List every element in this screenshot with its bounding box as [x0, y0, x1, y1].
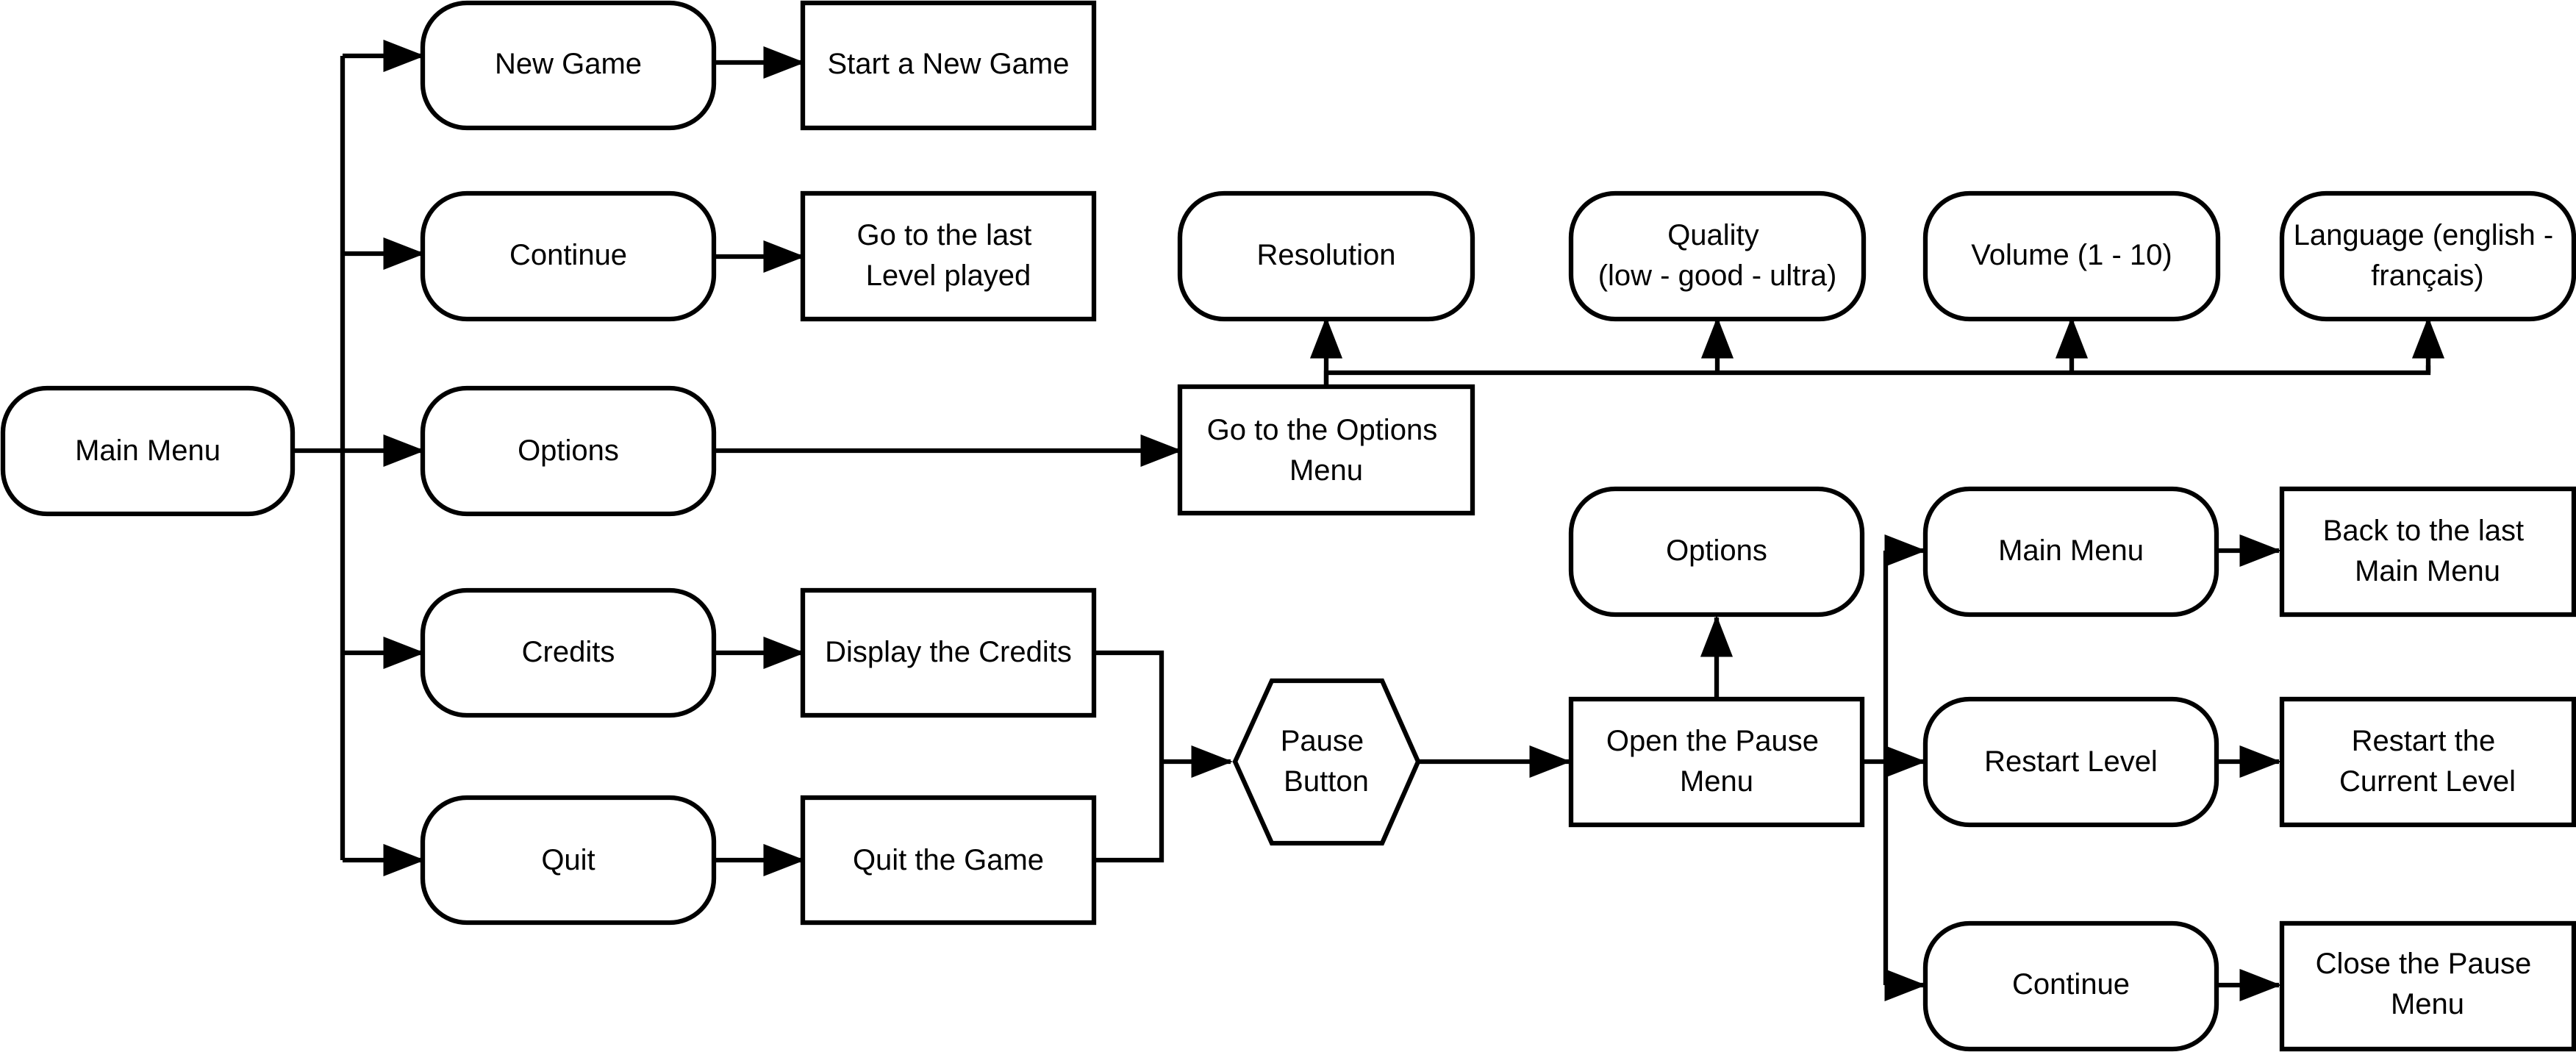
pause-options-label: Options — [1666, 534, 1767, 567]
quit-node: Quit — [420, 795, 717, 926]
options-label: Options — [518, 434, 619, 467]
close-pause-label: Close the Pause Menu — [2316, 948, 2540, 1020]
restart-level-label: Restart Level — [1984, 745, 2158, 778]
pause-button-label: Pause Button — [1281, 725, 1373, 798]
open-pause-menu-label: Open the Pause Menu — [1606, 725, 1827, 798]
pause-continue-node: Continue — [1922, 920, 2219, 1052]
edge-pause-trunk — [1862, 551, 1889, 985]
edge-options-bus — [1323, 365, 2431, 387]
back-main-menu-label: Back to the last Main Menu — [2323, 515, 2533, 587]
pause-options-node: Options — [1568, 486, 1865, 618]
restart-level-node: Restart Level — [1922, 696, 2219, 828]
quit-game-node: Quit the Game — [800, 795, 1097, 926]
open-pause-menu-node: Open the Pause Menu — [1568, 696, 1865, 828]
main-menu-node: Main Menu — [0, 385, 296, 517]
quit-game-label: Quit the Game — [853, 844, 1044, 876]
quality-label: Quality (low - good - ultra) — [1598, 219, 1837, 292]
go-options-menu-label: Go to the Options Menu — [1207, 414, 1446, 487]
resolution-node: Resolution — [1177, 190, 1475, 322]
volume-label: Volume (1 - 10) — [1971, 239, 2172, 271]
connectors — [293, 39, 2445, 1002]
credits-node: Credits — [420, 587, 717, 718]
continue-label: Continue — [509, 239, 627, 271]
start-new-game-label: Start a New Game — [827, 48, 1069, 80]
quit-label: Quit — [541, 844, 595, 876]
resolution-label: Resolution — [1256, 239, 1395, 271]
go-last-level-label: Go to the last Level played — [856, 219, 1040, 292]
volume-node: Volume (1 - 10) — [1922, 190, 2221, 322]
pause-continue-label: Continue — [2012, 968, 2130, 1001]
display-credits-label: Display the Credits — [825, 636, 1072, 668]
options-node: Options — [420, 385, 717, 517]
pause-main-menu-node: Main Menu — [1922, 486, 2219, 618]
edge-credits-to-pause — [1094, 650, 1231, 863]
restart-current-label: Restart the Current Level — [2339, 725, 2516, 798]
main-menu-label: Main Menu — [75, 434, 221, 467]
new-game-label: New Game — [495, 48, 642, 80]
start-new-game-node: Start a New Game — [800, 0, 1097, 131]
close-pause-node: Close the Pause Menu — [2279, 920, 2576, 1052]
back-main-menu-node: Back to the last Main Menu — [2279, 486, 2576, 618]
language-label: Language (english - français) — [2294, 219, 2562, 292]
pause-button-node: Pause Button — [1232, 678, 1421, 846]
edge-main-menu-trunk — [293, 56, 346, 860]
go-options-menu-node: Go to the Options Menu — [1177, 384, 1475, 516]
language-node: Language (english - français) — [2279, 190, 2576, 322]
new-game-node: New Game — [420, 0, 717, 131]
go-last-level-node: Go to the last Level played — [800, 190, 1097, 322]
quality-node: Quality (low - good - ultra) — [1568, 190, 1867, 322]
continue-node: Continue — [420, 190, 717, 322]
credits-label: Credits — [522, 636, 615, 668]
pause-main-menu-label: Main Menu — [1998, 534, 2144, 567]
restart-current-node: Restart the Current Level — [2279, 696, 2576, 828]
display-credits-node: Display the Credits — [800, 587, 1097, 718]
